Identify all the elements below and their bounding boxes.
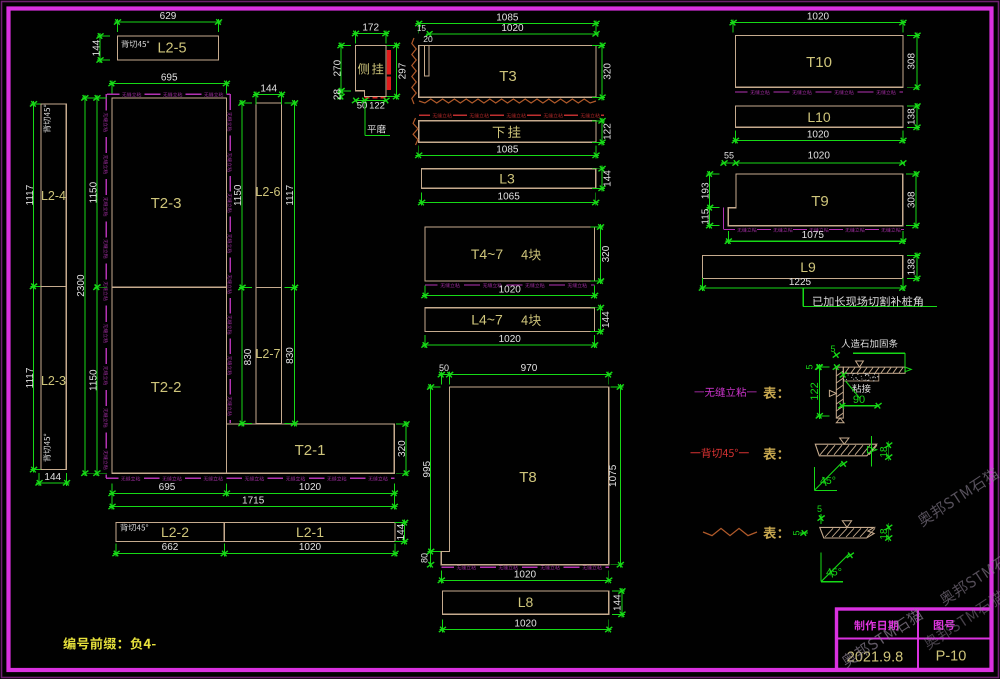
svg-text:320: 320 [603, 63, 614, 80]
svg-text:320: 320 [397, 440, 408, 457]
svg-text:50: 50 [357, 101, 368, 112]
svg-text:144: 144 [396, 523, 407, 540]
svg-text:T2-3: T2-3 [151, 195, 182, 212]
svg-text:1150: 1150 [233, 184, 244, 206]
svg-text:629: 629 [160, 11, 177, 22]
svg-text:5: 5 [817, 504, 822, 514]
svg-text:1020: 1020 [501, 23, 524, 34]
svg-text:1150: 1150 [89, 181, 100, 203]
svg-text:995: 995 [422, 460, 433, 477]
svg-text:L3: L3 [499, 170, 515, 186]
svg-text:144: 144 [613, 594, 624, 611]
svg-text:L8: L8 [518, 594, 534, 610]
svg-text:L2-7: L2-7 [255, 347, 280, 361]
svg-text:L9: L9 [800, 259, 816, 275]
svg-text:5: 5 [792, 530, 802, 535]
svg-text:695: 695 [161, 73, 178, 84]
svg-text:L2-2: L2-2 [161, 524, 189, 540]
svg-text:1020: 1020 [808, 151, 831, 162]
svg-text:308: 308 [907, 53, 918, 70]
svg-text:18: 18 [879, 528, 890, 540]
svg-text:830: 830 [285, 347, 296, 364]
svg-text:L2-4: L2-4 [41, 189, 66, 203]
svg-text:138: 138 [907, 108, 918, 125]
svg-text:1150: 1150 [89, 369, 100, 391]
svg-text:1075: 1075 [608, 464, 619, 487]
svg-text:18: 18 [879, 446, 890, 458]
svg-text:1020: 1020 [299, 542, 322, 553]
svg-text:T10: T10 [806, 54, 832, 71]
svg-text:1020: 1020 [514, 569, 537, 580]
svg-text:1085: 1085 [496, 13, 519, 24]
svg-text:45°: 45° [826, 567, 842, 579]
svg-text:T4~7: T4~7 [471, 246, 504, 262]
svg-text:1020: 1020 [499, 285, 522, 296]
svg-text:L2-1: L2-1 [296, 524, 324, 540]
svg-text:T3: T3 [499, 68, 517, 85]
svg-text:T2-1: T2-1 [295, 442, 326, 459]
svg-text:122: 122 [603, 123, 614, 140]
svg-text:662: 662 [162, 542, 179, 553]
svg-text:1075: 1075 [802, 230, 825, 241]
svg-text:695: 695 [159, 482, 176, 493]
svg-text:122: 122 [809, 382, 821, 400]
svg-text:80: 80 [420, 553, 430, 563]
svg-text:1715: 1715 [242, 496, 265, 507]
svg-text:L10: L10 [807, 109, 831, 125]
svg-text:1117: 1117 [25, 184, 36, 205]
svg-text:1020: 1020 [299, 482, 322, 493]
svg-text:15: 15 [417, 24, 426, 33]
svg-text:297: 297 [398, 62, 409, 79]
svg-text:T2-2: T2-2 [151, 379, 182, 396]
svg-text:1065: 1065 [498, 192, 521, 203]
svg-text:50: 50 [439, 363, 449, 373]
svg-text:1020: 1020 [807, 130, 830, 141]
svg-text:T8: T8 [519, 469, 537, 486]
svg-text:138: 138 [907, 258, 918, 275]
svg-text:T9: T9 [811, 193, 829, 210]
svg-text:144: 144 [601, 311, 612, 328]
svg-text:144: 144 [92, 39, 103, 56]
svg-text:172: 172 [362, 23, 379, 34]
svg-text:2300: 2300 [76, 274, 87, 297]
svg-text:45°: 45° [820, 475, 836, 487]
svg-text:144: 144 [603, 170, 614, 187]
svg-text:2021.9.8: 2021.9.8 [847, 650, 903, 666]
svg-text:144: 144 [44, 472, 61, 483]
svg-text:1020: 1020 [807, 12, 830, 23]
svg-text:308: 308 [907, 191, 918, 208]
svg-text:970: 970 [521, 363, 538, 374]
svg-text:1225: 1225 [789, 277, 812, 288]
svg-text:20: 20 [423, 34, 433, 44]
svg-text:193: 193 [701, 182, 712, 199]
svg-text:L2-5: L2-5 [157, 41, 186, 57]
svg-text:55: 55 [724, 151, 734, 161]
svg-text:5: 5 [805, 364, 815, 369]
svg-text:1117: 1117 [25, 367, 36, 388]
svg-text:270: 270 [333, 59, 344, 76]
svg-text:1020: 1020 [499, 334, 522, 345]
svg-text:144: 144 [260, 84, 277, 95]
svg-text:115: 115 [701, 208, 712, 224]
svg-text:5: 5 [830, 344, 835, 354]
svg-text:L2-6: L2-6 [255, 185, 280, 199]
svg-text:L2-3: L2-3 [41, 374, 66, 388]
svg-text:90: 90 [853, 394, 865, 406]
svg-text:P-10: P-10 [936, 649, 967, 665]
svg-text:830: 830 [243, 348, 254, 365]
svg-text:1117: 1117 [285, 184, 296, 205]
svg-text:L4~7: L4~7 [471, 312, 503, 328]
svg-text:122: 122 [369, 101, 385, 112]
svg-text:28: 28 [333, 89, 344, 101]
svg-text:320: 320 [601, 245, 612, 262]
svg-text:1020: 1020 [514, 619, 537, 630]
svg-text:1085: 1085 [496, 144, 519, 155]
